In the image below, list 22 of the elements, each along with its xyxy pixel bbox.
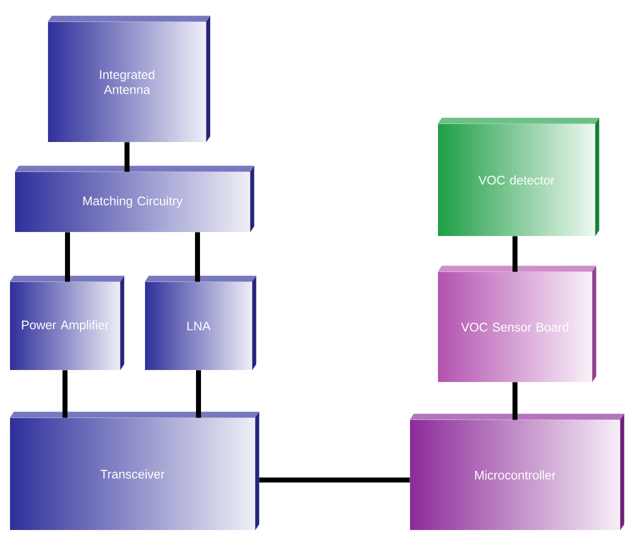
- node-label: VOC Sensor Board: [461, 322, 568, 332]
- block: LNA: [144, 276, 256, 370]
- connector-line: [259, 478, 410, 482]
- node-label: Transceiver: [100, 469, 165, 479]
- block: Matching Circuitry: [14, 166, 254, 232]
- block: Microcontroller: [410, 414, 624, 530]
- block: Transceiver: [10, 412, 260, 530]
- node-label: Integrated Antenna: [100, 70, 154, 94]
- connector-line: [124, 142, 130, 172]
- connector-line: [62, 370, 68, 418]
- node-label: LNA: [187, 322, 211, 330]
- block: VOC Sensor Board: [438, 266, 596, 382]
- connector-line: [195, 232, 200, 282]
- connector-line: [512, 236, 518, 272]
- connector-line: [512, 382, 518, 420]
- connector-line: [65, 232, 70, 282]
- connector-line: [196, 370, 201, 418]
- node-label: VOC detector: [478, 175, 554, 185]
- block: VOC detector: [438, 118, 600, 236]
- node-label: Matching Circuitry: [83, 196, 183, 208]
- block: Integrated Antenna: [48, 16, 210, 142]
- node-label: Microcontroller: [475, 470, 556, 480]
